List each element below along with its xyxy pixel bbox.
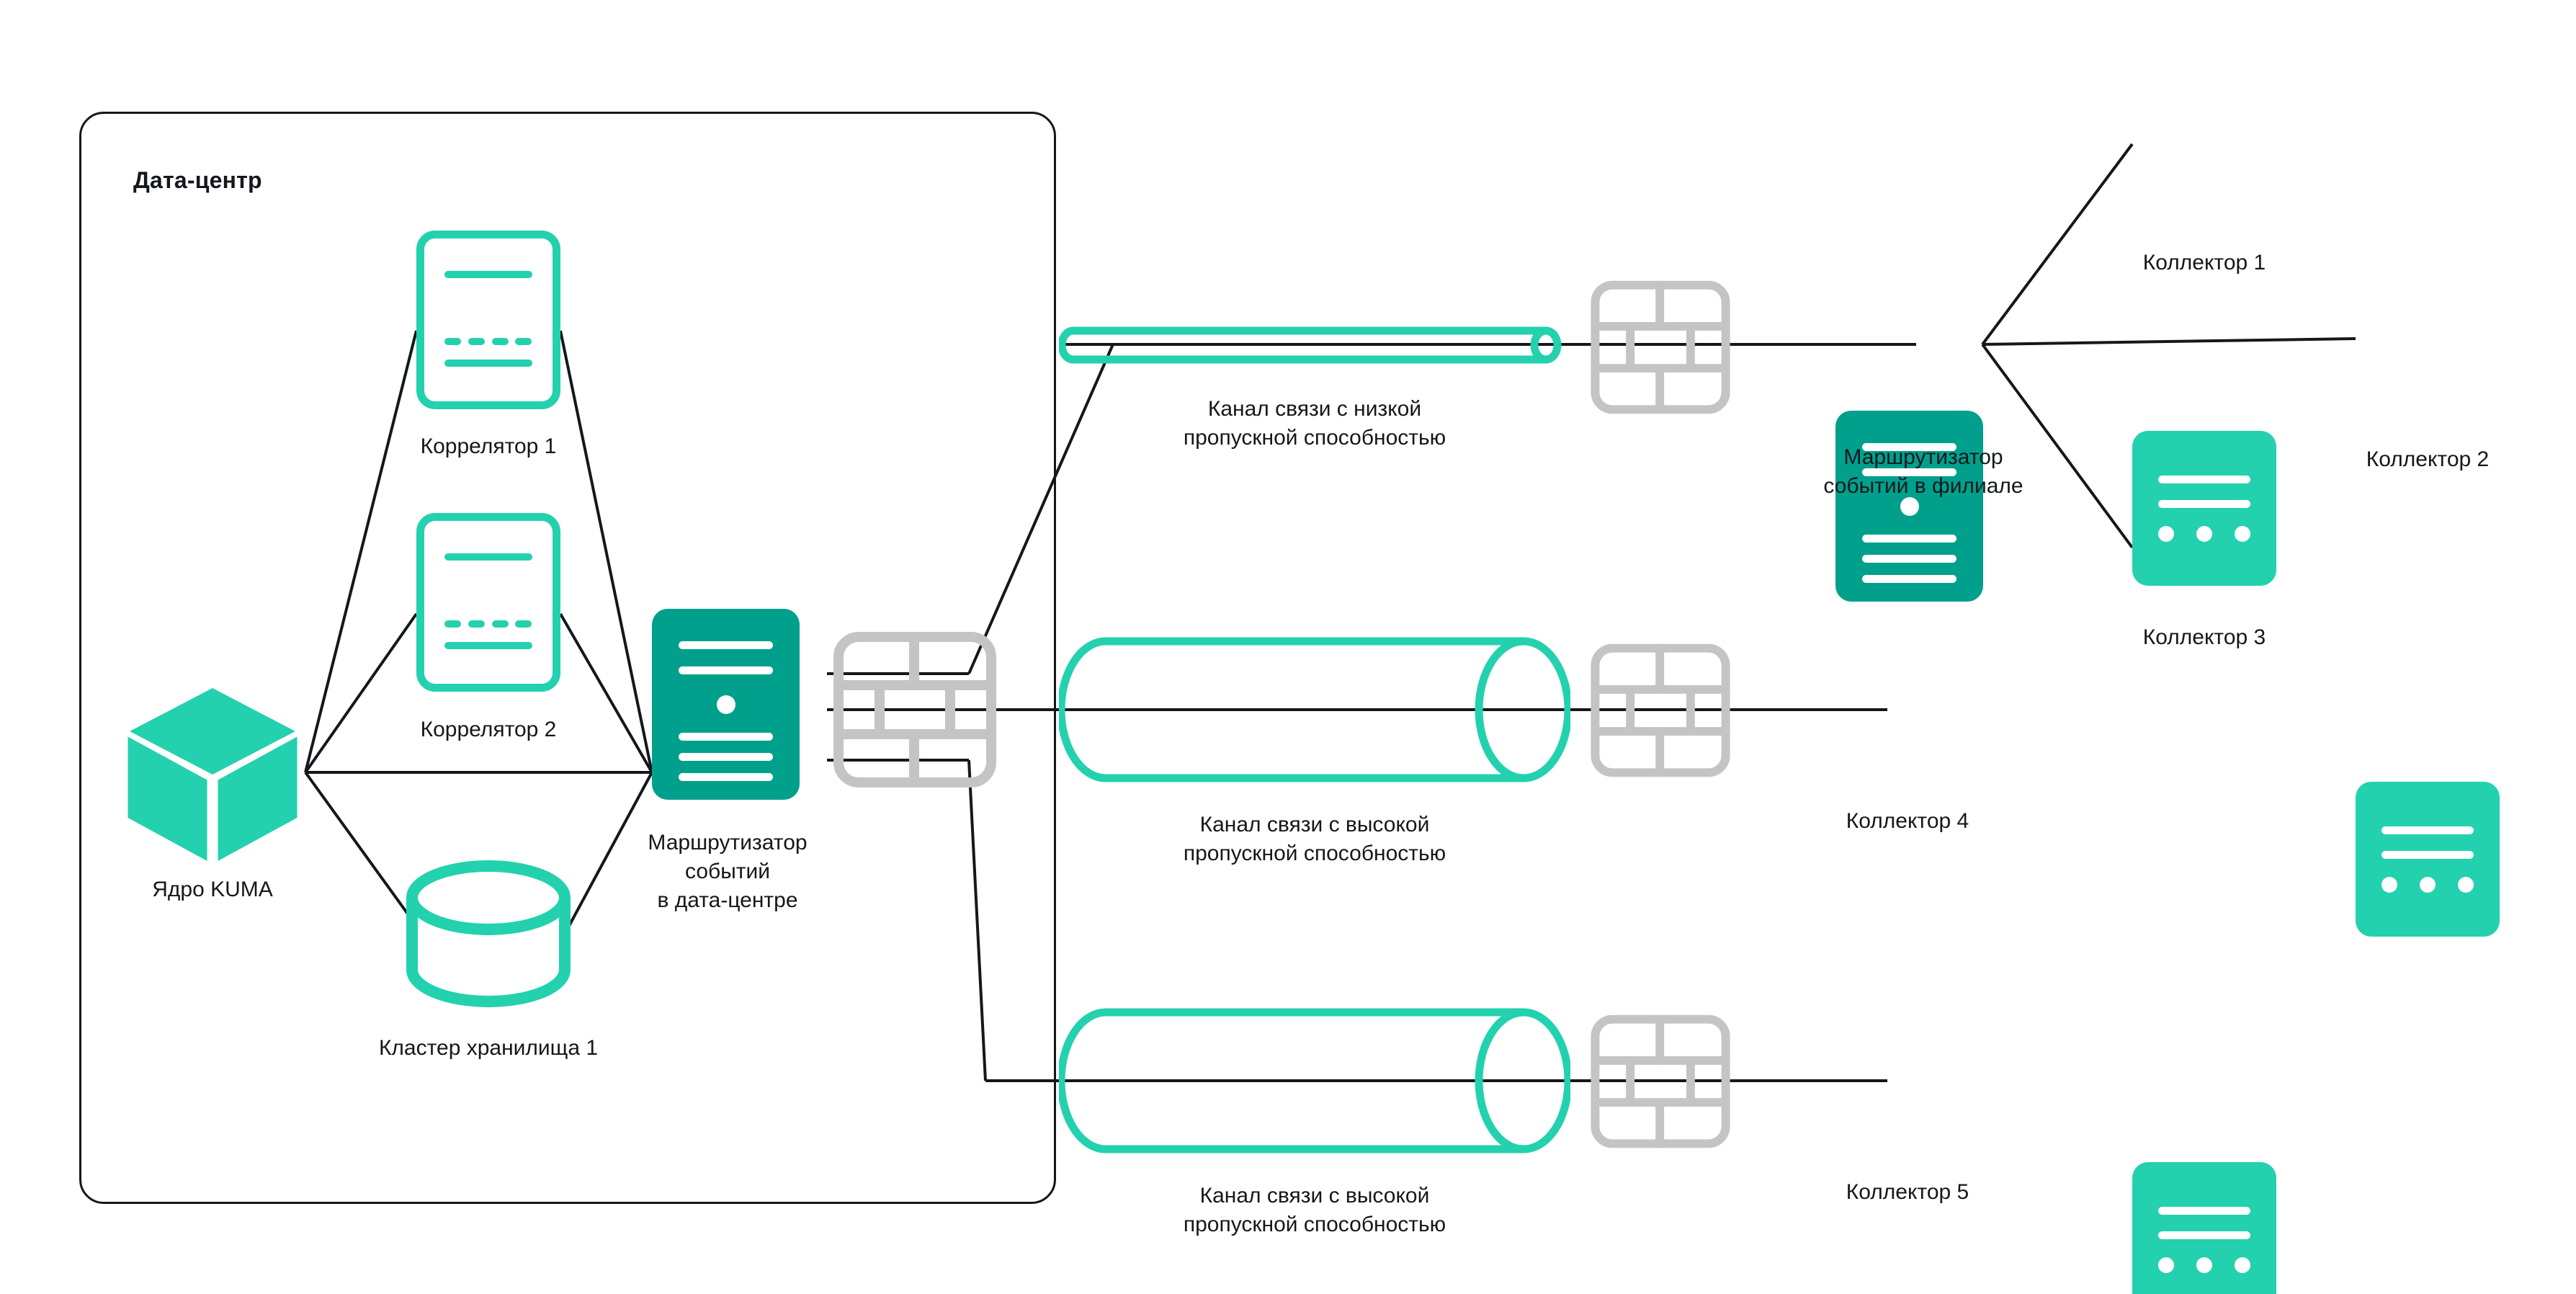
correlator-icon <box>424 238 553 401</box>
channel-high-bandwidth-bottom[interactable] <box>1057 1005 1573 1156</box>
kuma-core-node[interactable] <box>122 684 303 865</box>
collector-icon <box>2356 782 2500 937</box>
collector-4-label: Коллектор 4 <box>1846 809 1969 833</box>
datacenter-boundary <box>79 112 1056 1204</box>
datacenter-title: Дата-центр <box>133 167 262 193</box>
firewall-datacenter[interactable] <box>832 630 998 789</box>
collector-5-label: Коллектор 5 <box>1846 1180 1969 1204</box>
router-status-dot <box>716 695 735 714</box>
collector-2-node[interactable] <box>2356 782 2500 937</box>
firewall-brick-icon <box>1591 280 1730 414</box>
firewall-brick-icon <box>1591 1014 1730 1148</box>
firewall-collector-5[interactable] <box>1588 1014 1732 1149</box>
branch-router-label: Маршрутизатор событий в филиале <box>1823 445 2023 498</box>
correlator-2-node[interactable] <box>416 513 560 692</box>
channel-high-bandwidth-middle-label: Канал связи с высокой пропускной способн… <box>1183 813 1446 865</box>
dc-router-node[interactable] <box>652 609 800 800</box>
router-icon <box>1835 411 1983 602</box>
branch-router-node[interactable] <box>1835 411 1983 602</box>
firewall-brick-icon <box>1591 643 1730 777</box>
channel-low-bandwidth-label: Канал связи с низкой пропускной способно… <box>1183 397 1446 450</box>
router-icon <box>652 609 800 800</box>
channel-high-bandwidth-bottom-label: Канал связи с высокой пропускной способн… <box>1183 1184 1446 1236</box>
dc-router-label: Маршрутизатор событий в дата-центре <box>648 831 808 912</box>
channel-low-bandwidth[interactable] <box>1057 317 1570 373</box>
firewall-brick-icon <box>833 632 996 787</box>
collector-1-label: Коллектор 1 <box>2142 251 2266 275</box>
collector-icon <box>2132 431 2276 586</box>
storage-cluster-1-node[interactable] <box>402 859 575 1010</box>
wide-pipe-icon <box>1057 1008 1573 1154</box>
kuma-core-label: Ядро KUMA <box>152 878 273 901</box>
collector-3-node[interactable] <box>2132 1162 2276 1294</box>
collector-icon <box>2132 1162 2276 1294</box>
correlator-icon <box>424 521 553 684</box>
router-status-dot <box>1900 497 1919 516</box>
wide-pipe-icon <box>1057 637 1573 782</box>
correlator-2-label: Коррелятор 2 <box>420 718 557 741</box>
firewall-collector-4[interactable] <box>1588 643 1732 778</box>
narrow-pipe-icon <box>1057 326 1562 364</box>
database-cylinder-icon <box>406 860 571 1007</box>
firewall-branch-top[interactable] <box>1588 280 1732 415</box>
channel-high-bandwidth-middle[interactable] <box>1057 634 1573 785</box>
correlator-1-node[interactable] <box>416 231 560 409</box>
cube-icon <box>128 688 298 861</box>
storage-cluster-1-label: Кластер хранилища 1 <box>378 1036 599 1060</box>
collector-3-label: Коллектор 3 <box>2142 625 2266 649</box>
collector-1-node[interactable] <box>2132 431 2276 586</box>
correlator-1-label: Коррелятор 1 <box>420 434 557 458</box>
collector-2-label: Коллектор 2 <box>2366 447 2490 471</box>
